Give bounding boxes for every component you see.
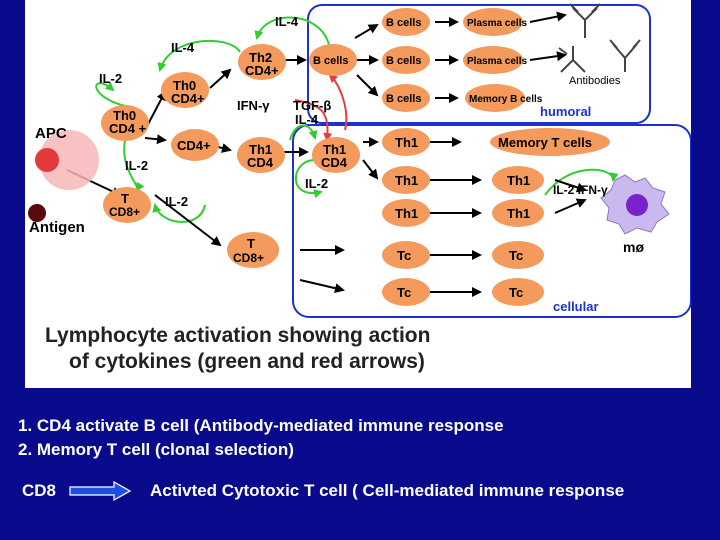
th1-cd4-label: CD4 xyxy=(247,155,274,170)
green-arc-il2-mo xyxy=(544,168,619,196)
tc-1-label: Tc xyxy=(397,248,411,263)
cell-bodies xyxy=(101,8,544,306)
th1-r1-label: Th1 xyxy=(395,135,418,150)
th1c-cd4-label: CD4 xyxy=(321,155,348,170)
cytokine-il4: IL-4 xyxy=(171,40,195,55)
macrophage-label: mø xyxy=(623,239,644,255)
apc-cell xyxy=(39,130,99,190)
antibodies-label: Antibodies xyxy=(569,75,621,87)
cytokine-il2-mid: IL-2 xyxy=(125,158,148,173)
th1-label: Th1 xyxy=(249,142,272,157)
note-line-2: 2. Memory T cell (clonal selection) xyxy=(18,440,294,459)
green-arc-th1-up xyxy=(289,124,318,141)
cellular-label: cellular xyxy=(553,299,599,314)
cytokine-il4-mid: IL-4 xyxy=(295,112,319,127)
antibodies-icon xyxy=(558,3,641,73)
tcd8b-cd8-label: CD8+ xyxy=(233,251,264,265)
th0b-cd4-label: CD4 + xyxy=(109,121,147,136)
tcd8-cd8-label: CD8+ xyxy=(109,205,140,219)
th1-r5-label: Th1 xyxy=(507,206,530,221)
humoral-box xyxy=(307,4,651,124)
bcells-3-label: B cells xyxy=(386,93,421,105)
tcd8b-label: T xyxy=(247,236,255,251)
green-arc-il4 xyxy=(157,40,241,72)
memory-t-cell-body xyxy=(490,128,610,156)
diagram-svg: APC Antigen Th0 CD4+ Th0 CD4 + Th2 CD4+ … xyxy=(28,3,691,373)
cd4-label: CD4+ xyxy=(177,138,211,153)
th1-r2-label: Th1 xyxy=(395,173,418,188)
green-arc-il2-tc xyxy=(152,203,206,223)
right-arrow-icon xyxy=(69,481,132,501)
tc-4-label: Tc xyxy=(509,285,523,300)
th1-r3-label: Th1 xyxy=(395,206,418,221)
memory-b-label: Memory B cells xyxy=(469,94,543,105)
plasma-1-label: Plasma cells xyxy=(467,18,527,29)
green-arc-il4-top xyxy=(254,16,331,51)
th1c-label: Th1 xyxy=(323,142,346,157)
cellular-box xyxy=(292,124,691,318)
tc-3-label: Tc xyxy=(509,248,523,263)
note-line-1: 1. CD4 activate B cell (Antibody-mediate… xyxy=(18,416,504,435)
th0-label: Th0 xyxy=(173,78,196,93)
green-arc-il2-th1 xyxy=(294,159,323,198)
cytokine-il4-top: IL-4 xyxy=(275,14,299,29)
memory-t-label: Memory T cells xyxy=(498,135,592,150)
bcells-1-label: B cells xyxy=(386,17,421,29)
cytokine-tgf: TGF-β xyxy=(293,98,331,113)
cytokine-il2-tc: IL-2 xyxy=(165,194,188,209)
plasma-2-label: Plasma cells xyxy=(467,56,527,67)
humoral-label: humoral xyxy=(540,104,591,119)
th2-label: Th2 xyxy=(249,50,272,65)
red-arrow-ifn xyxy=(294,99,333,142)
tc-2-label: Tc xyxy=(397,285,411,300)
th0-cd4-label: CD4+ xyxy=(171,91,205,106)
lymphocyte-activation-diagram: APC Antigen Th0 CD4+ Th0 CD4 + Th2 CD4+ … xyxy=(25,0,691,388)
th0b-label: Th0 xyxy=(113,108,136,123)
green-arc-il2 xyxy=(95,82,136,109)
cytokine-il2-ifn: IL-2 IFN-γ xyxy=(553,183,608,197)
green-arc-il2-mid xyxy=(123,139,145,192)
macrophage-nucleus xyxy=(626,194,648,216)
tcd8-label: T xyxy=(121,191,129,206)
cytokine-il2: IL-2 xyxy=(99,71,122,86)
cytokine-ifn: IFN-γ xyxy=(237,98,270,113)
cd8-label: CD8 xyxy=(22,481,57,500)
caption-line-1: Lymphocyte activation showing action xyxy=(45,324,430,347)
red-arrow-tgf xyxy=(328,73,348,131)
caption-line-2: of cytokines (green and red arrows) xyxy=(69,350,425,373)
th1-r4-label: Th1 xyxy=(507,173,530,188)
bcell-label: B cells xyxy=(313,55,348,67)
cytotoxic-result-text: Activted Cytotoxic T cell ( Cell-mediate… xyxy=(150,481,625,500)
cytokine-il2-th1: IL-2 xyxy=(305,176,328,191)
bcells-2-label: B cells xyxy=(386,55,421,67)
th2-cd4-label: CD4+ xyxy=(245,63,279,78)
apc-label: APC xyxy=(35,125,67,142)
antigen-label: Antigen xyxy=(29,219,85,236)
antigen-particle xyxy=(28,204,46,222)
apc-nucleus xyxy=(35,148,59,172)
